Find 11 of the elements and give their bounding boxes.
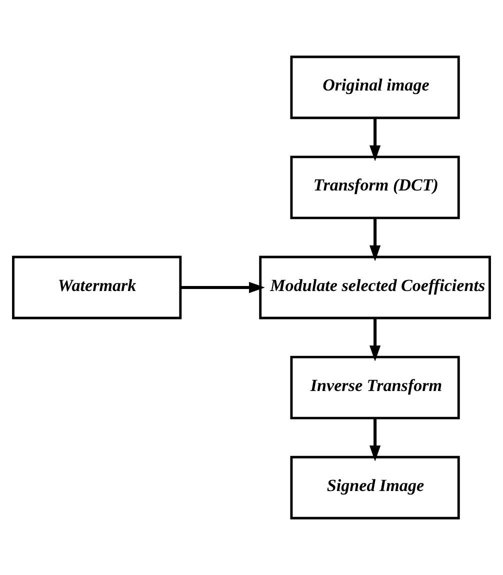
arrow [369, 118, 381, 162]
node-box: Watermark [12, 256, 182, 320]
node-box: Inverse Transform [290, 356, 460, 420]
node-box: Original image [290, 56, 460, 120]
arrow [180, 282, 265, 294]
node-box: Transform (DCT) [290, 156, 460, 220]
arrow [369, 218, 381, 262]
node-box: Modulate selected Coefficients [259, 256, 491, 320]
node-box: Signed Image [290, 456, 460, 520]
arrow [369, 418, 381, 462]
arrow [369, 318, 381, 362]
